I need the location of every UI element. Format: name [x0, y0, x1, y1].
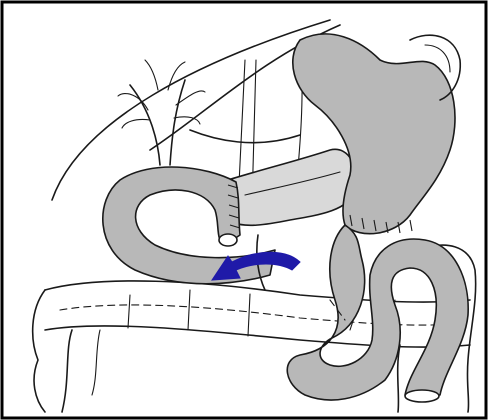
small-bowel-s-curve — [287, 225, 468, 400]
jejunal-stump — [219, 234, 237, 246]
bile-duct-branches — [118, 60, 205, 165]
bowel-distal-end — [405, 390, 439, 402]
pancreas — [228, 149, 356, 225]
